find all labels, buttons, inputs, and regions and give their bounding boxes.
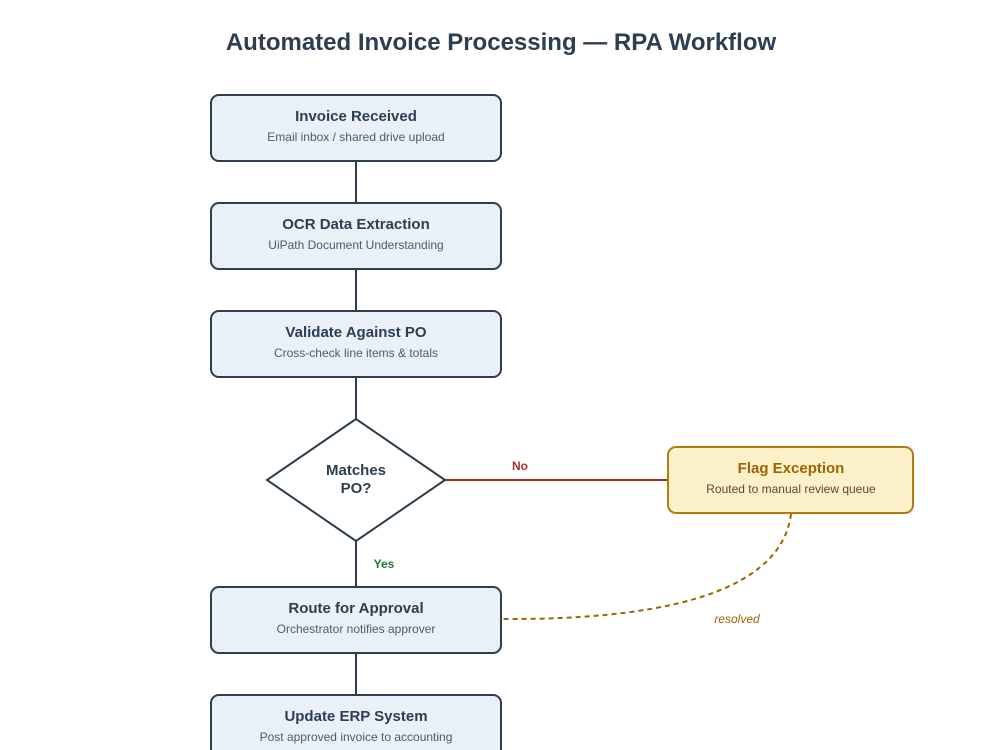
node-invoice-received-subtitle: Email inbox / shared drive upload <box>267 130 444 144</box>
node-ocr-extraction-title: OCR Data Extraction <box>282 216 430 233</box>
node-ocr-extraction: OCR Data Extraction UiPath Document Unde… <box>210 202 502 270</box>
node-update-erp: Update ERP System Post approved invoice … <box>210 694 502 750</box>
node-route-approval: Route for Approval Orchestrator notifies… <box>210 586 502 654</box>
node-route-approval-title: Route for Approval <box>288 600 423 617</box>
node-flag-exception: Flag Exception Routed to manual review q… <box>667 446 914 514</box>
node-update-erp-subtitle: Post approved invoice to accounting <box>260 730 453 744</box>
connector-exception-resolved-to-approval <box>500 513 792 621</box>
node-validate-po: Validate Against PO Cross-check line ite… <box>210 310 502 378</box>
node-decision-matches-po: Matches PO? <box>265 417 447 543</box>
edge-label-yes: Yes <box>374 557 395 571</box>
node-validate-po-title: Validate Against PO <box>285 324 426 341</box>
node-invoice-received-title: Invoice Received <box>295 108 417 125</box>
node-flag-exception-subtitle: Routed to manual review queue <box>706 482 876 496</box>
node-flag-exception-title: Flag Exception <box>738 460 845 477</box>
node-update-erp-title: Update ERP System <box>284 708 427 725</box>
decision-label-line1: Matches <box>326 462 386 479</box>
edge-label-no: No <box>512 459 528 473</box>
node-route-approval-subtitle: Orchestrator notifies approver <box>277 622 436 636</box>
diagram-title: Automated Invoice Processing — RPA Workf… <box>226 29 777 56</box>
edge-label-resolved: resolved <box>714 612 760 626</box>
node-ocr-extraction-subtitle: UiPath Document Understanding <box>268 238 443 252</box>
node-validate-po-subtitle: Cross-check line items & totals <box>274 346 438 360</box>
node-invoice-received: Invoice Received Email inbox / shared dr… <box>210 94 502 162</box>
decision-label-line2: PO? <box>341 480 372 497</box>
